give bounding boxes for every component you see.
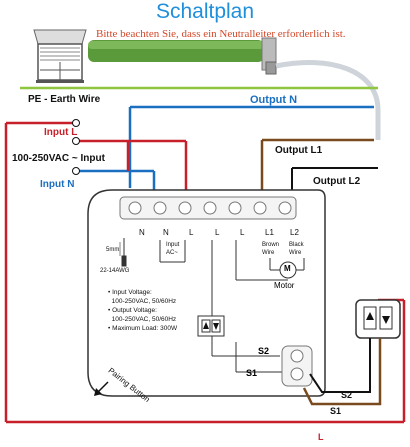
label-output-l1: Output L1 — [275, 145, 323, 156]
label-output-l2: Output L2 — [313, 176, 361, 187]
label-motor: Motor — [274, 281, 295, 290]
spec-line: • Maximum Load: 300W — [108, 325, 178, 332]
terminal-label-out-l2: L2 — [290, 228, 299, 237]
terminal-label-l2: L — [215, 228, 220, 237]
s1-wire — [302, 338, 382, 406]
terminal-screws — [128, 201, 292, 215]
input-terminal-l — [72, 137, 80, 145]
label-s2-module: S2 — [258, 346, 270, 356]
terminal-label-n1: N — [139, 228, 145, 237]
module-body — [87, 189, 326, 397]
motor-cable — [275, 60, 381, 140]
switch-terminal-block — [281, 345, 313, 387]
label-black-wire: Black Wire — [289, 242, 304, 256]
label-s1-module: S1 — [246, 368, 258, 378]
terminal-label-l3: L — [240, 228, 245, 237]
s2-wire — [309, 338, 371, 393]
neutral-note: Bitte beachten Sie, dass ein Neutralleit… — [96, 28, 346, 40]
external-switch — [355, 299, 401, 339]
terminal-label-out-l1: L1 — [265, 228, 274, 237]
label-s1-external: S1 — [330, 406, 342, 416]
label-input-l: Input L — [44, 127, 78, 138]
wire-strip-icon — [119, 238, 127, 267]
terminal-label-l1: L — [189, 228, 194, 237]
pairing-arrow-icon — [97, 381, 109, 393]
motor-symbol — [279, 261, 297, 279]
label-s2-external: S2 — [341, 390, 353, 400]
motor-symbol-label: M — [284, 264, 291, 273]
spec-line: 100-250VAC, 50/60Hz — [108, 298, 177, 305]
input-terminal-n — [72, 167, 80, 175]
diagram-title: Schaltplan — [155, 0, 255, 23]
spec-line: • Input Voltage: — [108, 289, 152, 296]
label-input-n: Input N — [40, 179, 75, 190]
window-shutter-icon — [33, 29, 87, 83]
label-supply-voltage: 100-250VAC ~ Input — [12, 153, 105, 164]
terminal-label-n2: N — [163, 228, 169, 237]
label-output-n: Output N — [250, 94, 298, 106]
spec-line: • Output Voltage: — [108, 307, 157, 314]
label-pe-earth-wire: PE - Earth Wire — [28, 94, 101, 105]
label-l: L — [318, 432, 324, 442]
input-terminal-l-loop — [72, 119, 80, 127]
spec-line: 100-250VAC, 50/60Hz — [108, 316, 177, 323]
label-brown-wire: Brown Wire — [262, 242, 280, 256]
label-input-ac: Input AC~ — [166, 242, 180, 256]
label-strip-length: 5mm — [106, 247, 120, 253]
tubular-motor-icon — [88, 37, 277, 75]
label-awg: 22-14AWG — [100, 268, 130, 274]
